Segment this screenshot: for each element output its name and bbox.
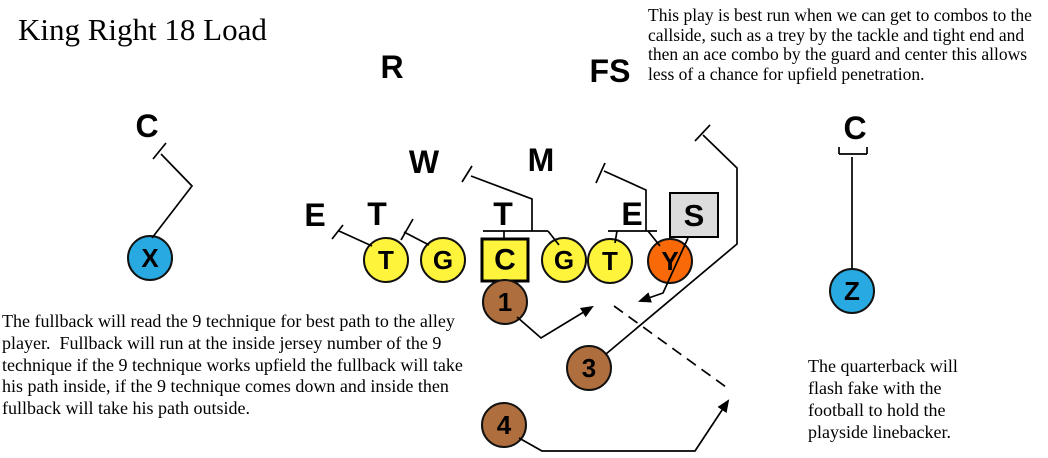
play-title: King Right 18 Load <box>18 12 267 47</box>
tick-z-block <box>838 147 868 155</box>
tick-fs-block <box>694 124 711 142</box>
defender-s: S <box>669 192 719 238</box>
defender-e-right: E <box>621 196 643 232</box>
defender-w: W <box>408 144 440 180</box>
tick-x-block <box>152 142 167 160</box>
player-lt: T <box>363 237 409 283</box>
player-z: Z <box>829 268 875 314</box>
route-lt-block <box>338 230 373 247</box>
tick-will-block <box>461 165 473 183</box>
defender-c-left: C <box>135 108 159 144</box>
route-back4-swing <box>518 399 730 452</box>
player-lg: G <box>420 237 466 283</box>
route-lg-block <box>403 231 430 246</box>
back-4: 4 <box>481 402 527 448</box>
defender-c-right: C <box>843 110 867 146</box>
player-y: Y <box>647 238 693 284</box>
route-x-block <box>151 153 194 239</box>
tick-mike-block <box>595 162 606 184</box>
defender-m: M <box>527 142 555 178</box>
route-back1-run <box>516 305 594 340</box>
note-combos: This play is best run when we can get to… <box>648 5 1037 84</box>
back-1: 1 <box>482 279 528 325</box>
back-3: 3 <box>566 345 612 391</box>
defender-t-left: T <box>367 196 387 232</box>
defender-r: R <box>380 49 404 85</box>
player-rt: T <box>587 238 633 284</box>
note-fullback: The fullback will read the 9 technique f… <box>2 311 468 419</box>
defender-e-left: E <box>304 197 326 233</box>
defender-fs: FS <box>589 53 631 89</box>
player-x: X <box>127 235 173 281</box>
tick-lt-block <box>331 224 344 240</box>
player-c: C <box>480 237 530 283</box>
route-qb-fake-dashed <box>613 305 727 388</box>
note-quarterback: The quarterback will flash fake with the… <box>808 356 963 442</box>
player-rg: G <box>541 237 587 283</box>
defender-t-right: T <box>493 196 513 232</box>
tick-lg-block <box>400 218 414 241</box>
